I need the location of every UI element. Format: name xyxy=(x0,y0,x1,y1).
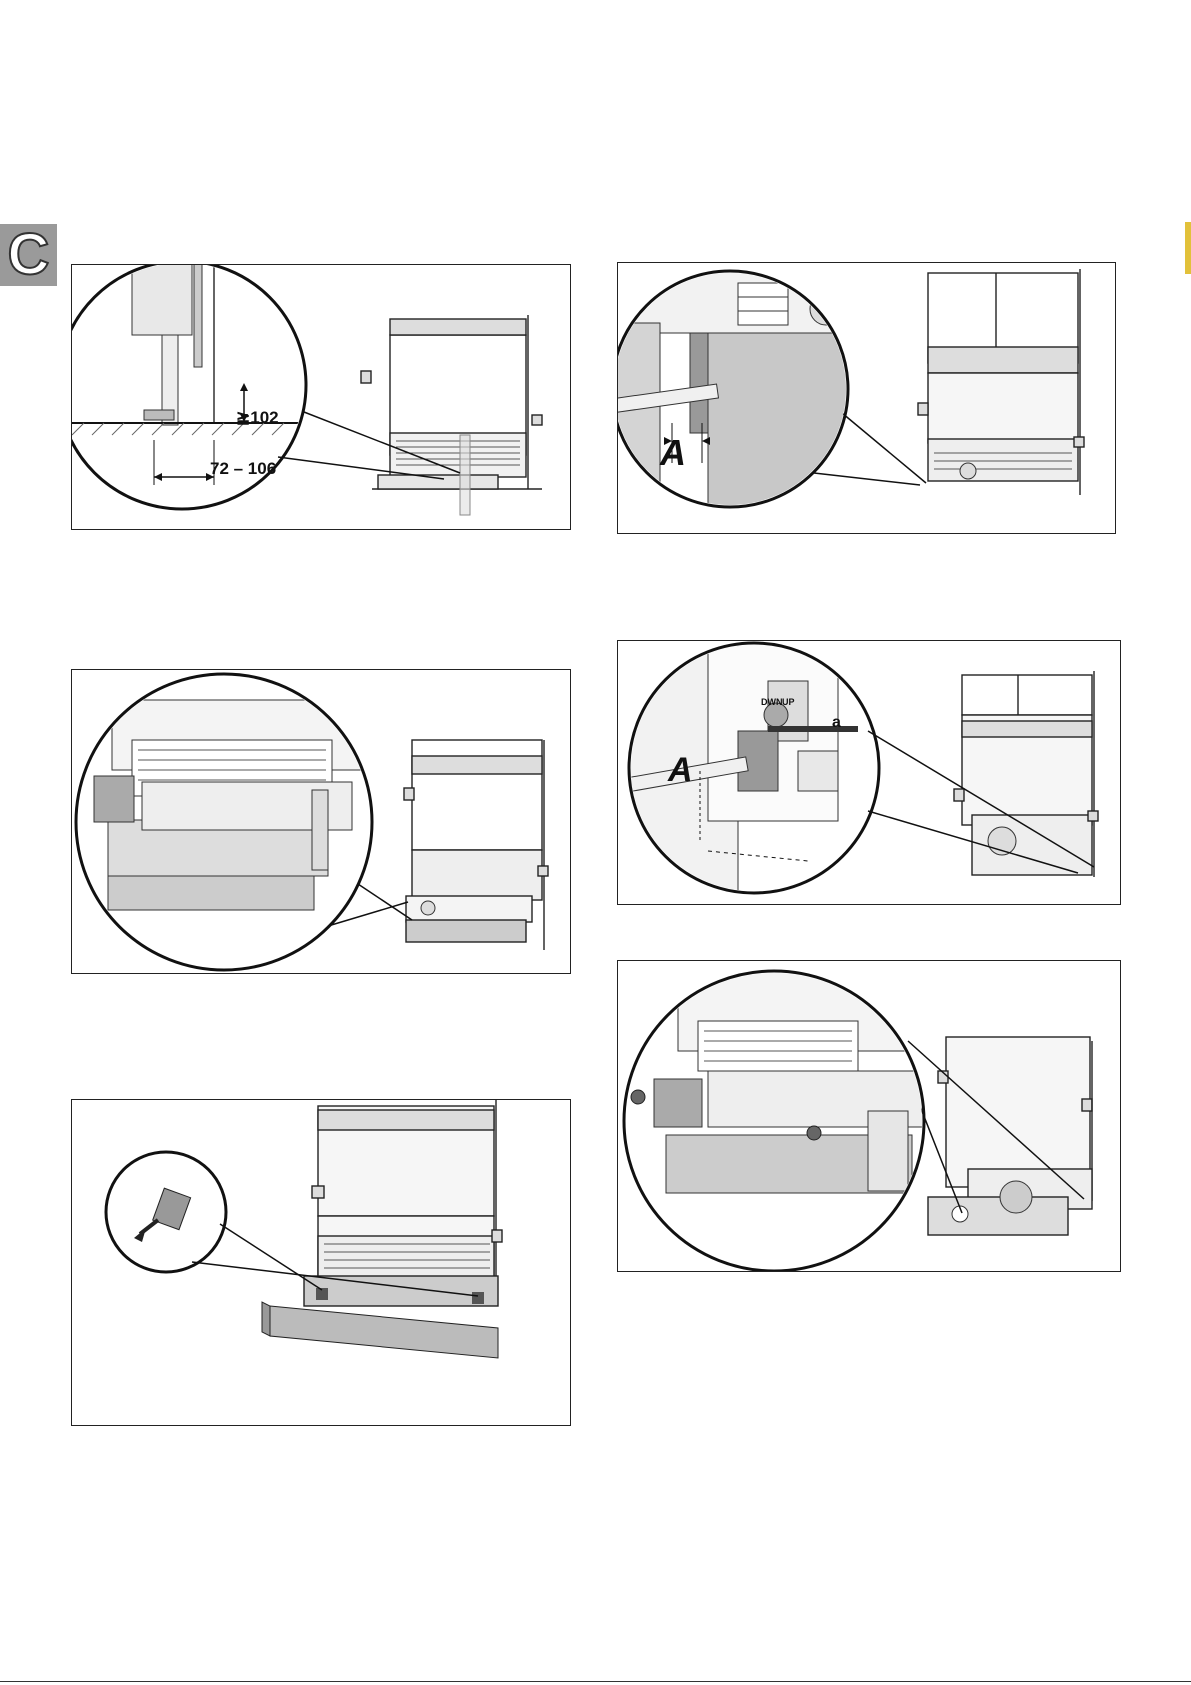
edge-marker xyxy=(1185,222,1191,274)
figure-remove-cover xyxy=(71,1099,571,1426)
figure-attach-grille xyxy=(617,960,1121,1272)
dim-height-label: ≧102 xyxy=(236,408,279,427)
figure-measure-distance: A xyxy=(617,262,1116,534)
section-tab: C xyxy=(0,224,57,286)
figure-grille-assembly xyxy=(71,669,571,974)
measure-label-a: A xyxy=(659,432,686,473)
dim-depth-label: 72 – 106 xyxy=(210,459,276,478)
figure-valve-adjustment: DWN UP a A xyxy=(617,640,1121,905)
valve-text-up: UP xyxy=(782,697,795,707)
footer-rule xyxy=(0,1681,1191,1682)
figure-toe-kick-clearance: ≧102 72 – 106 xyxy=(71,264,571,530)
section-letter: C xyxy=(0,224,57,286)
valve-label-a: A xyxy=(667,751,693,789)
valve-text-down: DWN xyxy=(761,697,783,707)
valve-label-small-a: a xyxy=(832,714,841,731)
